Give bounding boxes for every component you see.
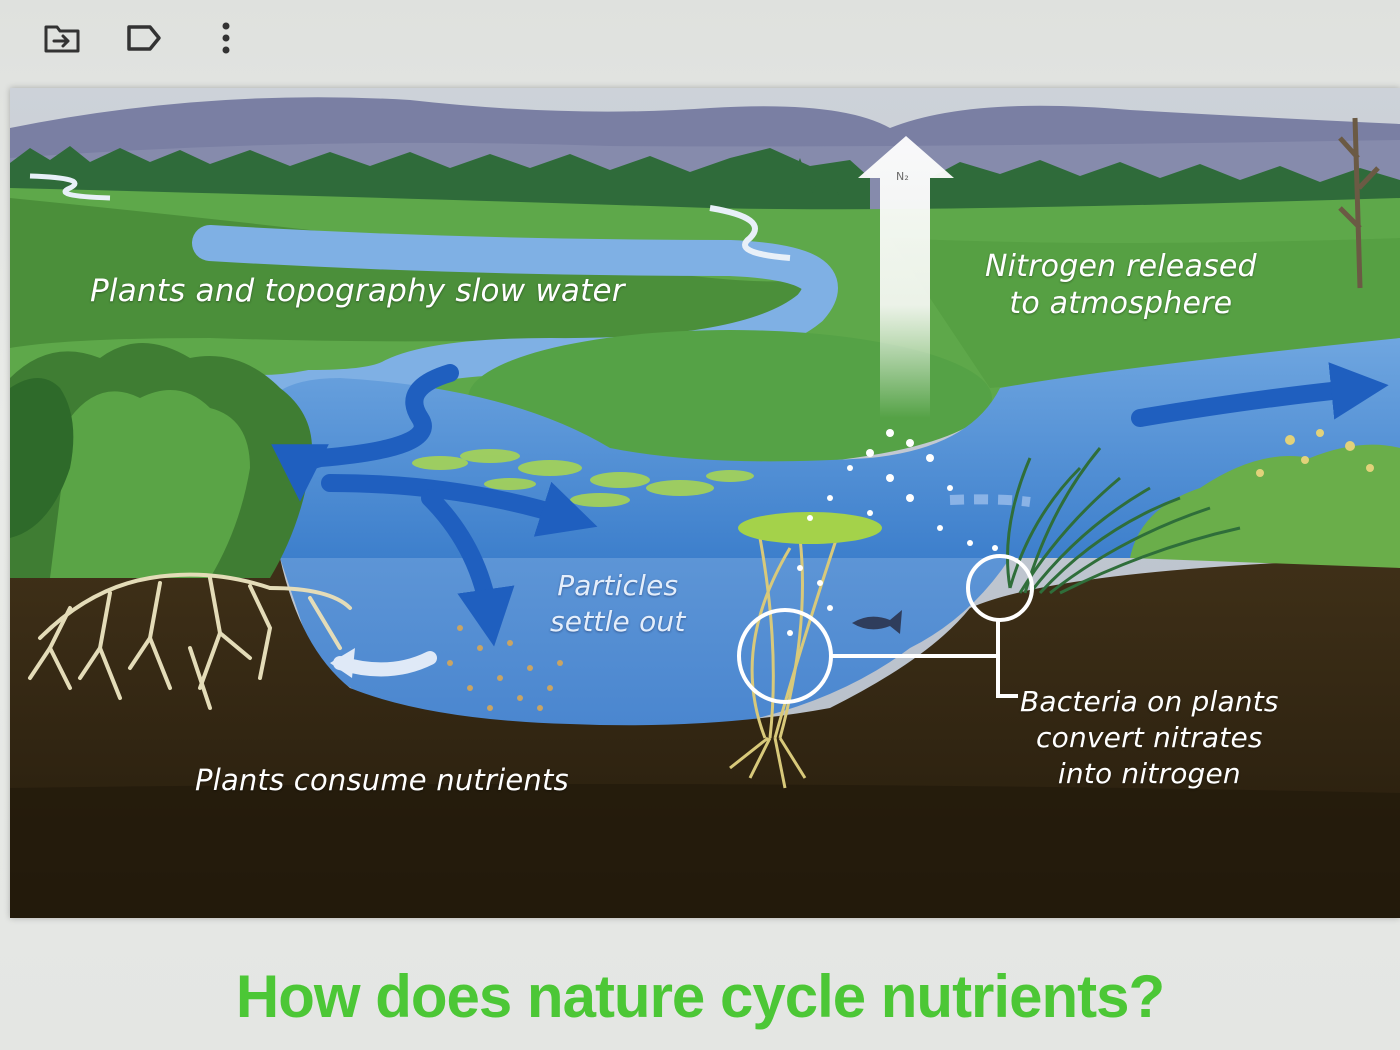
label-particles-line-2: settle out [550,605,686,638]
more-vertical-icon[interactable] [204,16,248,60]
n2-symbol: N₂ [896,170,910,183]
wetland-illustration [10,88,1400,918]
label-particles-line-1: Particles [557,569,679,602]
label-bacteria-line-2: convert nitrates [1036,721,1263,754]
page-title: How does nature cycle nutrients? [235,963,1165,1030]
label-tag-icon[interactable] [122,16,166,60]
wetland-nutrient-diagram: N₂ Plants and topography slow water Nitr… [10,88,1400,918]
label-nitrogen-released-line-2: to atmosphere [1009,286,1233,321]
label-plants-consume: Plants consume nutrients [195,763,569,797]
label-particles-settle: Particles settle out [550,568,686,640]
label-bacteria-line-1: Bacteria on plants [1020,685,1279,718]
toolbar [40,14,248,62]
label-nitrogen-released: Nitrogen released to atmosphere [985,248,1257,322]
label-nitrogen-released-line-1: Nitrogen released [985,249,1257,284]
label-bacteria-line-3: into nitrogen [1057,757,1241,790]
folder-move-icon[interactable] [40,16,84,60]
label-slow-water: Plants and topography slow water [90,273,625,309]
label-bacteria: Bacteria on plants convert nitrates into… [1020,684,1279,792]
